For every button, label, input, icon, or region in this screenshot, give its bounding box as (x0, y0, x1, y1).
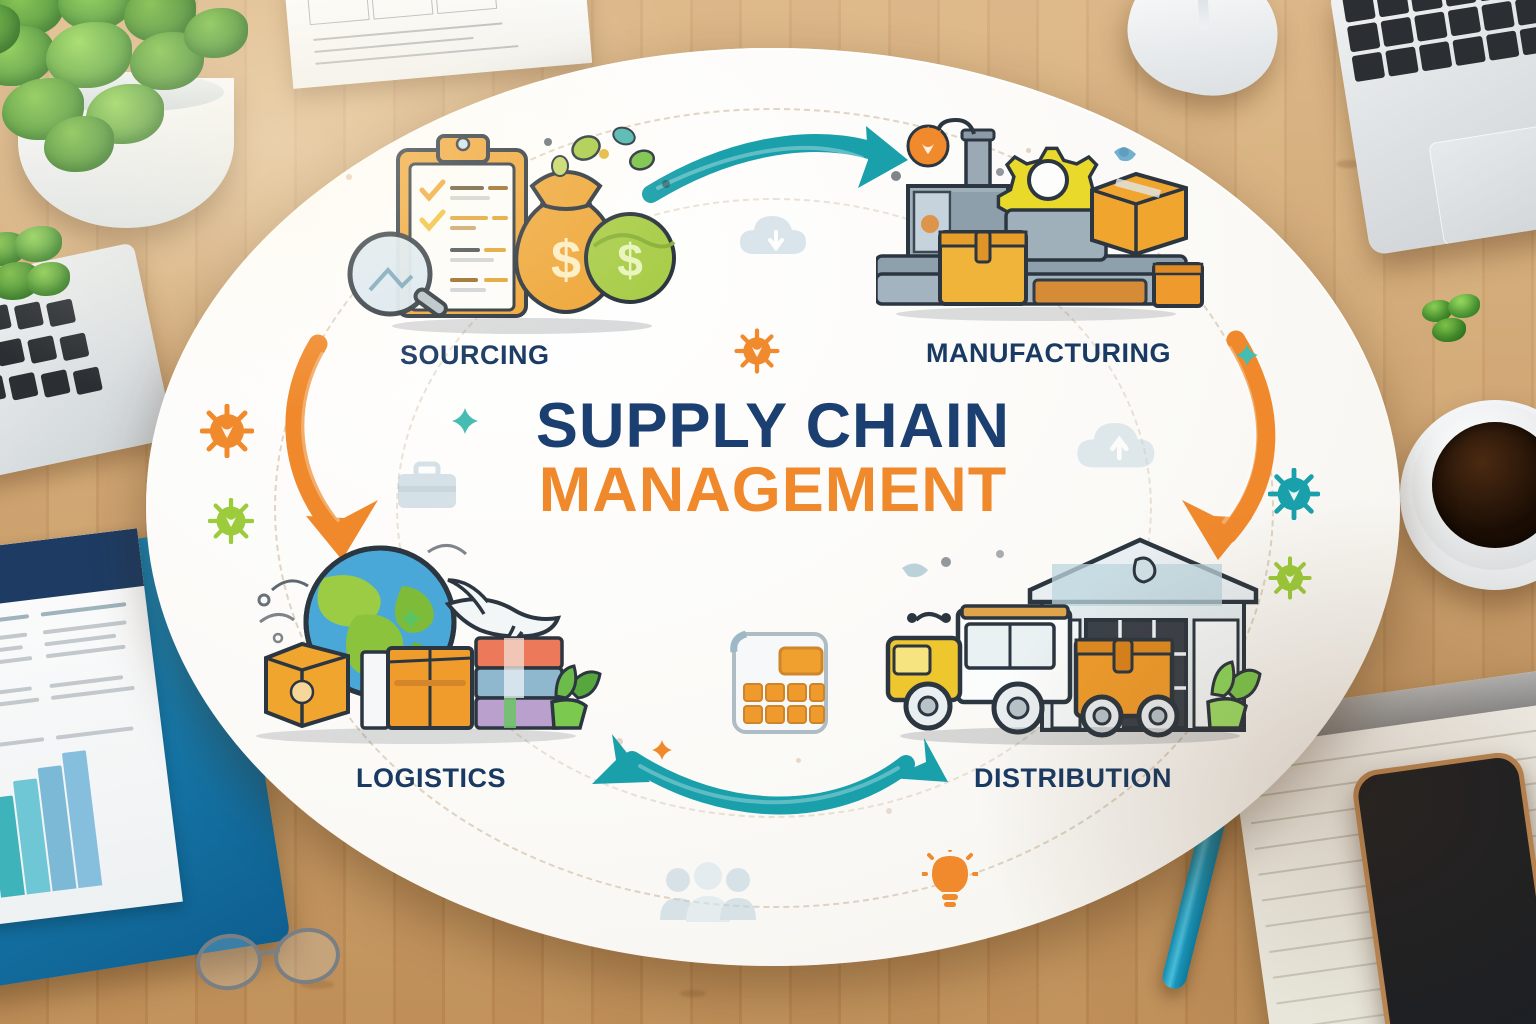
stage-label-logistics: LOGISTICS (356, 763, 507, 793)
manufacturing-illustration (876, 117, 1204, 321)
leaf (26, 262, 70, 296)
arrow-speck (1114, 147, 1136, 162)
briefcase-icon (398, 461, 456, 508)
leaf-icon (629, 149, 655, 171)
paper-table-cell (306, 0, 370, 26)
keyboard-key (0, 374, 7, 404)
cloud-icon (740, 216, 806, 254)
keyboard-key (0, 337, 26, 367)
wood-grain (300, 980, 334, 989)
stage-label-manufacturing: MANUFACTURING (926, 338, 1171, 368)
wood-grain (1336, 160, 1362, 168)
calculator-icon (730, 630, 828, 734)
leaf-icon (612, 126, 636, 146)
gear-icon (1268, 468, 1320, 520)
cardboard-box-icon (264, 641, 350, 729)
leaf-icon (551, 155, 569, 177)
shipping-container-icon (360, 646, 474, 730)
title-line-supply-chain: SUPPLY CHAIN (535, 391, 1011, 461)
cloud-icon (1077, 423, 1155, 468)
sourcing-illustration: $ $ (347, 126, 676, 334)
plant-icon (550, 664, 602, 730)
keyboard-key (59, 332, 90, 362)
glasses-lens (270, 923, 344, 989)
cardboard-box-icon (938, 230, 1028, 306)
leaf (44, 116, 114, 172)
distribution-illustration (885, 537, 1262, 745)
keyboard-key (72, 366, 103, 396)
gear-icon (734, 328, 780, 374)
leaf (46, 22, 132, 88)
cardboard-box-icon (1073, 637, 1180, 738)
keyboard-key (40, 369, 71, 398)
coffee-liquid (1432, 422, 1536, 548)
leaf (14, 226, 62, 262)
paper-table-cell (370, 0, 434, 20)
sparkle-icon (652, 740, 672, 760)
cardboard-box-icon (1152, 262, 1204, 308)
paper-line (313, 22, 503, 41)
sparkle-icon (400, 608, 422, 630)
poster-title: SUPPLY CHAIN MANAGEMENT (393, 394, 1153, 524)
paper-sheets (283, 0, 593, 89)
check-icon (419, 179, 446, 202)
smartphone-screen[interactable] (1355, 755, 1536, 1024)
eyeglasses (192, 912, 376, 1002)
keyboard-key (8, 371, 39, 401)
magnifying-glass-icon (347, 231, 448, 318)
wood-grain (680, 990, 706, 997)
calculator-display (778, 646, 824, 676)
coffee-saucer (1400, 400, 1536, 590)
sparkle-icon (452, 408, 478, 434)
stage-label-sourcing: SOURCING (400, 340, 550, 370)
bird-speck (902, 563, 928, 578)
laptop-keyboard (1338, 0, 1536, 110)
svg-text:$: $ (617, 234, 643, 286)
people-icon (660, 862, 756, 922)
lightbulb-icon (922, 850, 978, 907)
gear-icon (1268, 556, 1312, 600)
cardboard-box-icon (1090, 171, 1188, 257)
gear-icon (208, 498, 254, 544)
check-icon (419, 209, 446, 232)
leaf-icon (571, 135, 601, 161)
laptop[interactable] (1328, 0, 1536, 256)
computer-mouse[interactable] (1116, 0, 1290, 109)
leaf (184, 8, 248, 58)
stacked-parcels-icon (474, 636, 564, 730)
gear-badge-icon (906, 124, 950, 168)
title-line-management: MANAGEMENT (538, 455, 1008, 526)
glasses-lens (192, 929, 266, 995)
paper-table-cell (434, 0, 498, 15)
svg-text:$: $ (551, 230, 581, 290)
keyboard-key (27, 335, 58, 364)
gear-icon (1376, 148, 1400, 192)
shrub-icon (1206, 660, 1262, 730)
gear-icon (200, 404, 254, 458)
dollar-coin-icon: $ (584, 212, 676, 304)
logistics-illustration (256, 544, 602, 744)
stage-label-distribution: DISTRIBUTION (974, 763, 1172, 793)
succulent-plant (0, 222, 80, 318)
potted-plant-foliage (0, 0, 254, 184)
delivery-truck-icon (885, 604, 1073, 735)
poster-oval-canvas: $ $ (146, 48, 1400, 966)
coffee-cup (1412, 404, 1536, 570)
mini-plant (1418, 292, 1488, 352)
sparkle-icon (1236, 344, 1258, 366)
laptop-trackpad[interactable] (1428, 120, 1536, 247)
